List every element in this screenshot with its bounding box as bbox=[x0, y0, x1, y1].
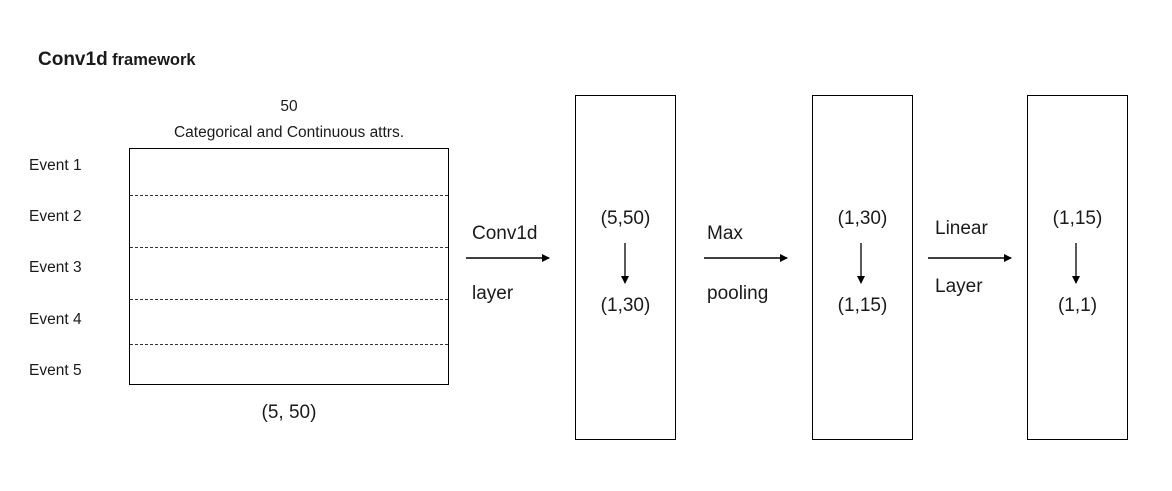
title-main: Conv1d bbox=[38, 49, 108, 70]
input-header: 50 Categorical and Continuous attrs. bbox=[129, 94, 449, 146]
event-label: Event 4 bbox=[29, 311, 82, 328]
op-linear-label-line1: Linear bbox=[935, 218, 988, 239]
stage-2-input-shape: (1,30) bbox=[837, 208, 888, 229]
input-matrix bbox=[129, 148, 449, 385]
diagram-title: Conv1d framework bbox=[38, 49, 196, 71]
event-label: Event 5 bbox=[29, 362, 82, 379]
op-linear-label-line2: Layer bbox=[935, 276, 983, 297]
input-header-description: Categorical and Continuous attrs. bbox=[173, 124, 405, 141]
op-conv1d-label-line2: layer bbox=[472, 283, 514, 304]
matrix-row-divider bbox=[130, 344, 448, 345]
stage-1-output-shape: (1,30) bbox=[600, 295, 651, 316]
title-sub: framework bbox=[112, 51, 196, 69]
op-maxpool-label-line1: Max bbox=[707, 223, 743, 244]
input-header-count: 50 bbox=[280, 98, 298, 115]
event-label: Event 1 bbox=[29, 157, 82, 174]
matrix-row-divider bbox=[130, 195, 448, 196]
input-shape: (5, 50) bbox=[261, 402, 317, 423]
matrix-row-divider bbox=[130, 247, 448, 248]
stage-box-conv1d bbox=[575, 95, 676, 440]
stage-1-input-shape: (5,50) bbox=[600, 208, 651, 229]
stage-3-output-shape: (1,1) bbox=[1057, 295, 1098, 316]
event-label: Event 2 bbox=[29, 208, 82, 225]
event-label: Event 3 bbox=[29, 259, 82, 276]
stage-3-input-shape: (1,15) bbox=[1052, 208, 1103, 229]
matrix-row-divider bbox=[130, 299, 448, 300]
stage-2-output-shape: (1,15) bbox=[837, 295, 888, 316]
stage-box-linear bbox=[1027, 95, 1128, 440]
op-conv1d-label-line1: Conv1d bbox=[472, 223, 538, 244]
op-maxpool-label-line2: pooling bbox=[707, 283, 769, 304]
stage-box-maxpool bbox=[812, 95, 913, 440]
